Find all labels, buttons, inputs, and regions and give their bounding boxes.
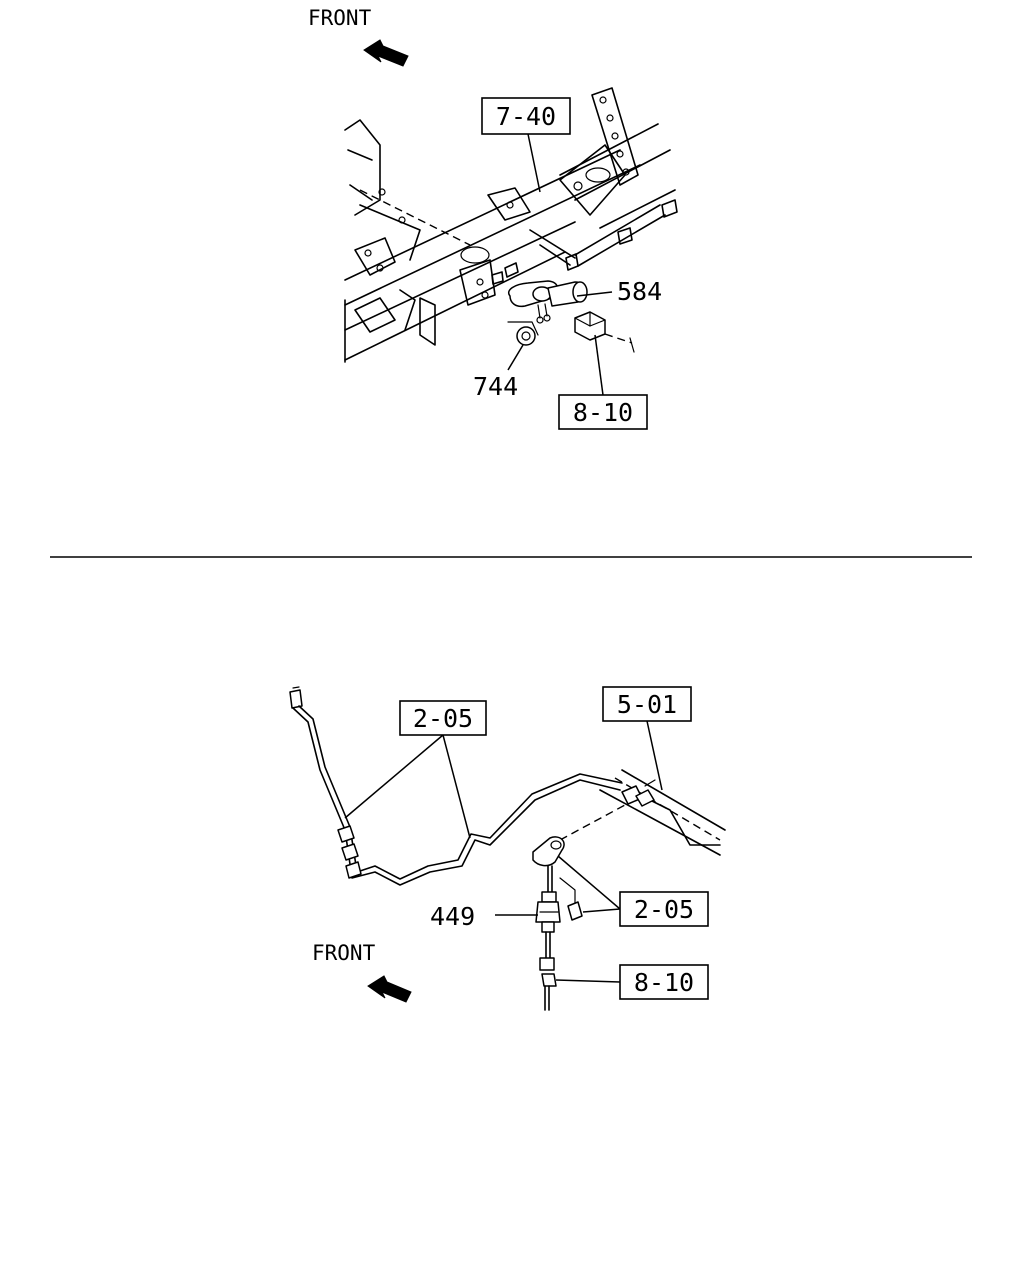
bottom-front-label: FRONT (312, 941, 376, 965)
leader-2-05-a1 (344, 734, 444, 819)
leader-584 (576, 291, 613, 297)
callout-7-40: 7-40 (496, 102, 556, 131)
leader-2-05-a2 (442, 734, 471, 839)
chassis-frame-drawing (344, 87, 678, 363)
connector-plug (574, 311, 635, 353)
bottom-front-arrow-icon (367, 975, 412, 1003)
brake-pipe-drawing (289, 686, 726, 1011)
callout-449: 449 (430, 902, 475, 931)
callout-box-8-10-bottom (619, 964, 709, 1000)
leader-8-10-bottom (555, 979, 621, 983)
leader-2-05-b2 (582, 908, 621, 913)
callout-5-01: 5-01 (617, 690, 677, 719)
top-view: FRONT (308, 6, 678, 430)
leader-5-01 (646, 720, 663, 791)
top-front-arrow-icon (363, 39, 409, 67)
callout-2-05-a: 2-05 (413, 704, 473, 733)
callout-box-2-05-a (399, 700, 487, 736)
leader-8-10-top (594, 334, 604, 396)
top-front-label: FRONT (308, 6, 372, 30)
leader-2-05-b1 (557, 855, 621, 910)
callout-8-10-top: 8-10 (573, 398, 633, 427)
leader-744 (507, 344, 524, 371)
callout-box-7-40 (481, 97, 571, 135)
callout-box-8-10-top (558, 394, 648, 430)
callout-744: 744 (473, 372, 518, 401)
bottom-view: 2-05 5-01 2-05 449 8-10 FRONT (289, 686, 726, 1011)
callout-box-5-01 (602, 686, 692, 722)
leader-7-40 (527, 133, 541, 193)
callout-2-05-b: 2-05 (634, 895, 694, 924)
callout-box-2-05-b (619, 891, 709, 927)
part-584-sensor (508, 280, 588, 324)
callout-584: 584 (617, 277, 662, 306)
part-744-nut (507, 321, 539, 346)
callout-8-10-bottom: 8-10 (634, 968, 694, 997)
